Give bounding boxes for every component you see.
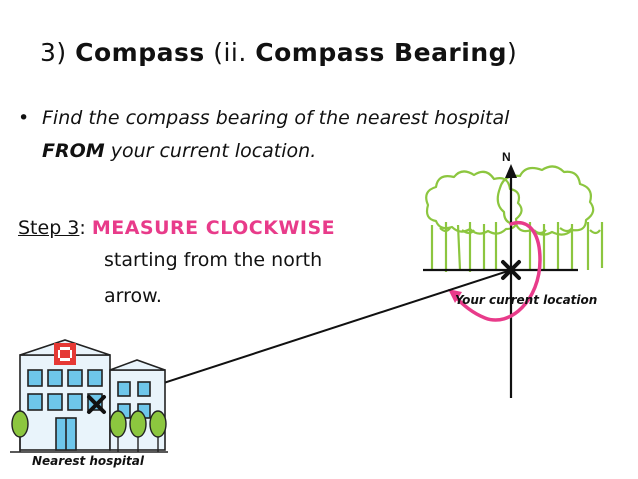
bullet-dot: • xyxy=(18,107,30,129)
title-subtitle: Compass Bearing xyxy=(255,38,508,67)
clockwise-arrowhead-icon xyxy=(448,289,462,303)
title-number: 3) xyxy=(40,38,67,67)
step-highlight: MEASURE CLOCKWISE xyxy=(91,217,336,239)
step-line-1: Step 3: MEASURE CLOCKWISE xyxy=(18,212,335,244)
bullet-line-1: Find the compass bearing of the nearest … xyxy=(42,107,510,129)
compass-axes xyxy=(423,164,578,398)
step-label: Step 3 xyxy=(18,217,80,239)
step-colon: : xyxy=(79,217,92,239)
step-line-3: arrow. xyxy=(104,285,162,307)
bullet-line-2: FROM your current location. xyxy=(42,135,316,167)
title-compass: Compass xyxy=(75,38,205,67)
cross-marker-icon xyxy=(501,260,521,280)
north-label: N xyxy=(502,150,511,164)
clockwise-arc xyxy=(452,220,542,322)
title-paren-close: ) xyxy=(507,38,518,67)
title-ii: ii. xyxy=(223,38,247,67)
hospital-tree-icon xyxy=(10,410,168,453)
title-paren-open: ( xyxy=(213,38,224,67)
step-line-2: starting from the north xyxy=(104,249,323,271)
hospital-label: Nearest hospital xyxy=(32,454,144,468)
bullet-line-2-rest: your current location. xyxy=(104,140,317,162)
current-location-label: Your current location xyxy=(455,293,598,307)
slide-title: 3) Compass (ii. Compass Bearing) xyxy=(40,38,517,67)
bullet-from: FROM xyxy=(42,140,105,162)
hospital-cross-marker-icon xyxy=(87,395,106,414)
tree-icon xyxy=(425,165,604,272)
